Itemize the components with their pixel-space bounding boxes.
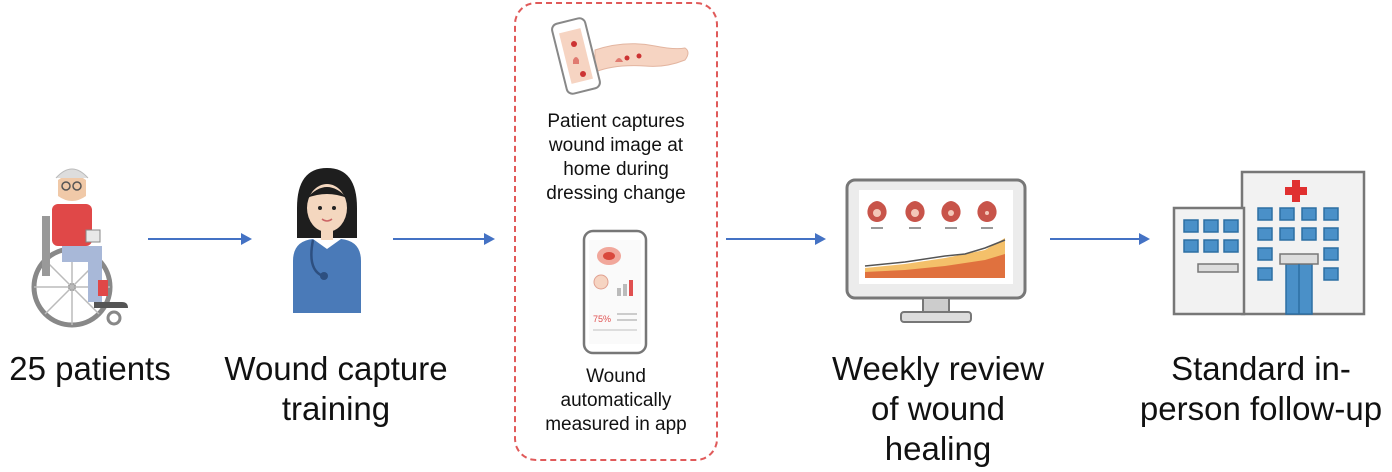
step-label-training: Wound capture training [224,350,448,427]
nurse-icon [293,168,361,313]
home-capture-box [514,2,718,461]
phone-photographing-leg-icon [551,17,689,95]
monitor-dashboard-icon [845,178,1027,323]
auto-measure-text: Wound automatically measured in app [545,366,687,435]
step-label-patients: 25 patients [9,350,171,387]
arrow-2 [393,233,495,245]
arrow-1 [148,233,252,245]
arrow-4 [1050,233,1150,245]
arrow-3 [726,233,826,245]
step-label-weekly-review: Weekly review of wound healing [831,350,1045,467]
hospital-icon [1172,170,1366,316]
app-percent-text: 75% [593,314,611,324]
smartphone-app-icon: 75% [582,229,648,355]
capture-at-home-text: Patient captures wound image at home dur… [546,111,686,204]
step-label-follow-up: Standard in-person follow-up [1139,350,1383,427]
wheelchair-patient-icon [31,168,128,328]
